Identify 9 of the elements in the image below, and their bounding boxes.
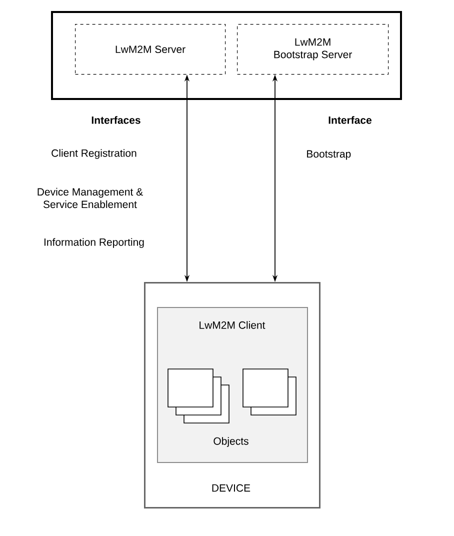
heading: Interfaces xyxy=(92,116,140,124)
interface-label: Device Management & Service Enablement xyxy=(38,188,143,208)
server-box: LwM2M Server xyxy=(75,24,226,75)
interface-label: Bootstrap xyxy=(307,150,351,160)
interface-label: Information Reporting xyxy=(44,238,144,248)
interface-label: Client Registration xyxy=(52,149,136,159)
server-group-box xyxy=(51,11,402,100)
server-box: LwM2M Bootstrap Server xyxy=(237,24,389,75)
heading: Interface xyxy=(328,116,372,124)
